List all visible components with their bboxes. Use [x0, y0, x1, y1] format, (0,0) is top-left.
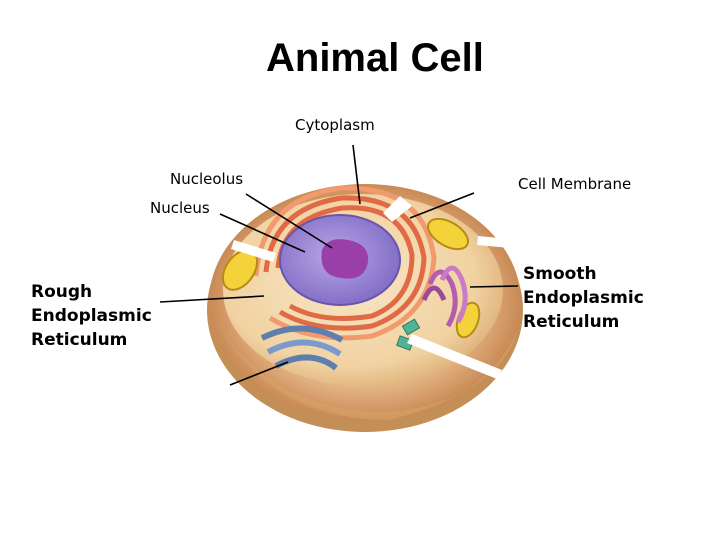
- label-smooth-er-line: Smooth: [523, 262, 644, 286]
- label-smooth-er: Smooth Endoplasmic Reticulum: [523, 262, 644, 334]
- label-rough-er-line: Endoplasmic: [31, 304, 152, 328]
- label-nucleolus: Nucleolus: [170, 170, 243, 188]
- nucleus-shape: [280, 215, 400, 305]
- label-rough-er-line: Reticulum: [31, 328, 152, 352]
- label-rough-er: Rough Endoplasmic Reticulum: [31, 280, 152, 352]
- label-cytoplasm: Cytoplasm: [295, 116, 375, 134]
- label-cell-membrane: Cell Membrane: [518, 175, 631, 193]
- label-nucleus: Nucleus: [150, 199, 210, 217]
- label-rough-er-line: Rough: [31, 280, 152, 304]
- page-title: Animal Cell: [266, 36, 484, 81]
- label-smooth-er-line: Endoplasmic: [523, 286, 644, 310]
- label-smooth-er-line: Reticulum: [523, 310, 644, 334]
